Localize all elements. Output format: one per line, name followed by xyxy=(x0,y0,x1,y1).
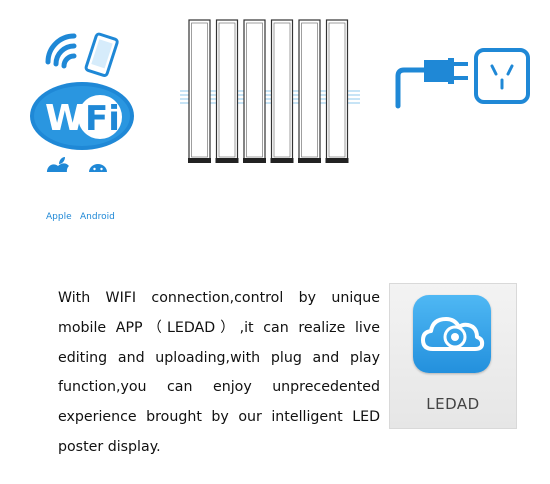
android-label: Android xyxy=(80,212,115,222)
power-plug-socket-icon xyxy=(395,48,530,109)
app-name-label: LEDAD xyxy=(426,395,480,413)
wifi-wi-text: Wi xyxy=(45,98,97,139)
apple-icon xyxy=(46,157,69,172)
feature-description: With WIFI connection,control by unique m… xyxy=(58,290,380,455)
app-tile: LEDAD xyxy=(389,283,517,429)
led-panel xyxy=(270,19,294,163)
wifi-logo: Wi Fi xyxy=(30,32,134,172)
led-panel xyxy=(243,19,266,163)
android-icon xyxy=(89,164,107,172)
led-poster-panels xyxy=(180,19,360,163)
led-panel xyxy=(188,19,211,163)
led-panel xyxy=(215,19,239,163)
led-panel xyxy=(298,19,321,163)
wifi-fi-text: Fi xyxy=(85,99,120,139)
led-panel xyxy=(325,19,349,163)
apple-label: Apple xyxy=(46,212,72,222)
cloud-app-icon xyxy=(413,295,491,373)
smartphone-icon xyxy=(84,32,119,77)
